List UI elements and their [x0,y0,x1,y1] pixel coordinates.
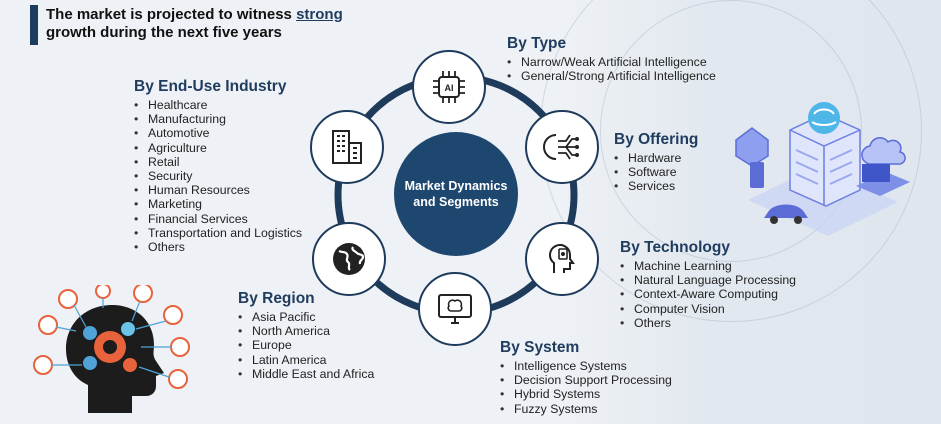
globe-icon [312,222,386,296]
segment-technology-list: Machine Learning Natural Language Proces… [620,259,796,330]
list-item: Natural Language Processing [620,273,796,287]
list-item: Asia Pacific [238,310,374,324]
list-item: Hardware [614,151,698,165]
center-hub: Market Dynamics and Segments [394,132,518,256]
list-item: Europe [238,338,374,352]
segment-offering-list: Hardware Software Services [614,151,698,194]
headline: The market is projected to witness stron… [30,5,450,45]
list-item: General/Strong Artificial Intelligence [507,69,716,83]
headline-accent-bar [30,5,38,45]
list-item: Fuzzy Systems [500,402,672,416]
list-item: Intelligence Systems [500,359,672,373]
list-item: Middle East and Africa [238,367,374,381]
headline-text: The market is projected to witness stron… [46,6,343,42]
segment-system-title: By System [500,339,580,356]
svg-text:AI: AI [445,83,454,93]
list-item: Automotive [134,126,302,140]
segment-offering: By Offering Hardware Software Services [614,131,698,194]
list-item: Security [134,169,302,183]
list-item: Transportation and Logistics [134,226,302,240]
headline-highlight: strong [296,6,343,23]
robot-head-icon [525,222,599,296]
brain-monitor-icon [418,272,492,346]
segment-type-list: Narrow/Weak Artificial Intelligence Gene… [507,55,716,83]
server-cloud-illustration [735,102,910,236]
list-item: Narrow/Weak Artificial Intelligence [507,55,716,69]
segment-region: By Region Asia Pacific North America Eur… [238,290,374,381]
segment-type: By Type Narrow/Weak Artificial Intellige… [507,35,716,83]
ai-head-illustration [33,285,190,413]
list-item: Agriculture [134,141,302,155]
segment-offering-title: By Offering [614,131,699,148]
list-item: Software [614,165,698,179]
center-label: Market Dynamics and Segments [404,179,508,209]
list-item: Context-Aware Computing [620,287,796,301]
list-item: North America [238,324,374,338]
list-item: Computer Vision [620,302,796,316]
segment-end-use-title: By End-Use Industry [134,78,287,95]
building-icon [310,110,384,184]
segment-type-title: By Type [507,35,567,52]
neural-circuit-icon [525,110,599,184]
list-item: Financial Services [134,212,302,226]
segment-technology-title: By Technology [620,239,730,256]
list-item: Hybrid Systems [500,387,672,401]
list-item: Human Resources [134,183,302,197]
segment-system: By System Intelligence Systems Decision … [500,339,672,416]
list-item: Machine Learning [620,259,796,273]
ai-chip-icon: AI [412,50,486,124]
segment-region-list: Asia Pacific North America Europe Latin … [238,310,374,381]
list-item: Others [620,316,796,330]
headline-part1: The market is projected to witness [46,6,297,23]
segment-region-title: By Region [238,290,315,307]
segment-end-use-list: Healthcare Manufacturing Automotive Agri… [134,98,302,254]
headline-part2: growth during the next five years [46,24,282,41]
list-item: Others [134,240,302,254]
list-item: Manufacturing [134,112,302,126]
segment-technology: By Technology Machine Learning Natural L… [620,239,796,330]
list-item: Latin America [238,353,374,367]
list-item: Services [614,179,698,193]
segment-system-list: Intelligence Systems Decision Support Pr… [500,359,672,416]
list-item: Decision Support Processing [500,373,672,387]
list-item: Healthcare [134,98,302,112]
list-item: Retail [134,155,302,169]
segment-end-use: By End-Use Industry Healthcare Manufactu… [134,78,302,254]
list-item: Marketing [134,197,302,211]
